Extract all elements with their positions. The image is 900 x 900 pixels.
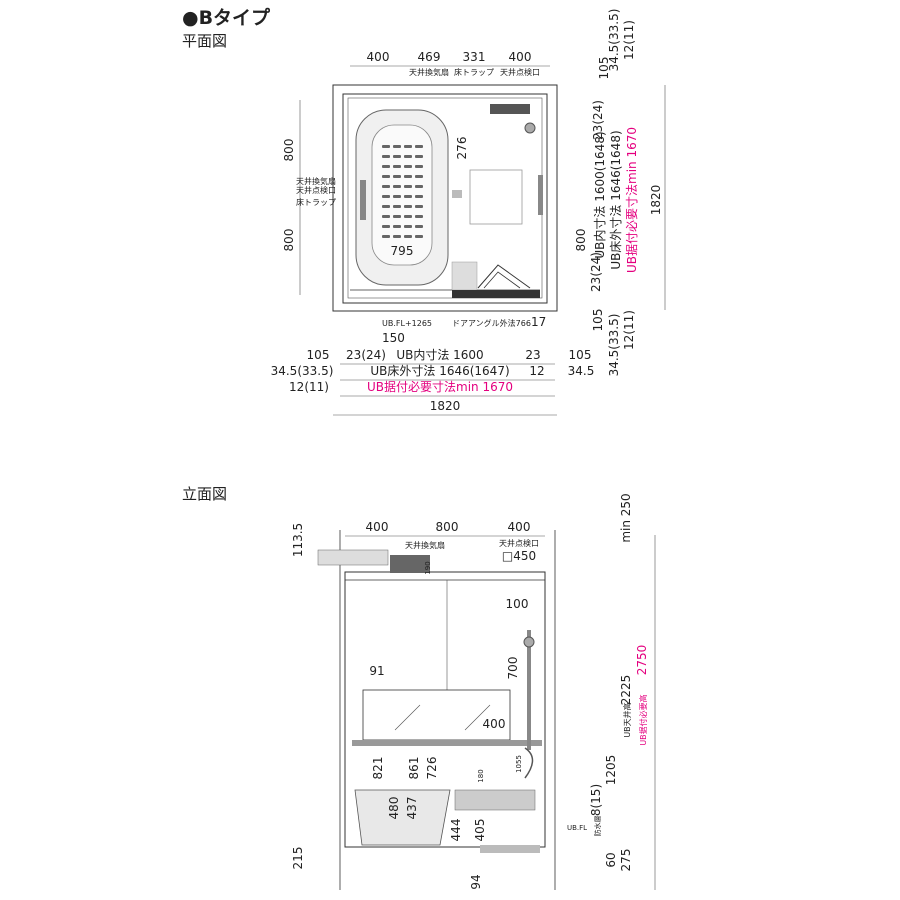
dim-437: 437 — [405, 797, 419, 820]
dim-ri-23b: 23(24) — [589, 252, 603, 292]
dim-ub-inner: UB内寸法 1600(1648) — [593, 131, 607, 258]
dim-e-1135: 113.5 — [291, 523, 305, 557]
plan-top-dims: 400 469 331 400 天井換気扇 床トラップ 天井点検口 — [350, 50, 550, 77]
dim-e-2225: 2225 — [619, 675, 633, 706]
label-ubfl-1265: UB.FL+1265 — [382, 319, 432, 328]
dim-e-215: 215 — [291, 847, 305, 870]
dim-b-345b: 34.5 — [568, 364, 595, 378]
dim-795: 795 — [391, 244, 414, 258]
plan-right-top-dims: 105 34.5(33.5) 12(11) — [597, 9, 636, 80]
dim-e-8: 8(15) — [589, 784, 603, 816]
dim-444: 444 — [449, 819, 463, 842]
bathtub — [355, 109, 449, 286]
dim-b-ub-inner: UB内寸法 1600 — [396, 348, 483, 362]
label-ub-install-h: UB据付必要高 — [638, 694, 648, 745]
label-waterproof: 防水層 — [593, 816, 602, 837]
dim-e-275: 275 — [619, 849, 633, 872]
wash-floor — [451, 104, 543, 298]
dim-plan-1820h: 1820 — [430, 399, 461, 413]
dim-94: 94 — [469, 874, 483, 889]
dim-100: 100 — [506, 597, 529, 611]
tag-left-trap: 床トラップ — [296, 197, 336, 207]
dim-rt-345: 34.5(33.5) — [607, 9, 621, 72]
dim-e-60: 60 — [604, 852, 618, 867]
elev-inner-dims: 190 100 700 91 400 821 861 726 180 1055 … — [369, 561, 528, 889]
dim-b-12: 12 — [529, 364, 544, 378]
tag-e-fan: 天井換気扇 — [405, 540, 445, 550]
tag-ceiling-hatch: 天井点検口 — [500, 67, 540, 77]
dim-480: 480 — [387, 797, 401, 820]
page-title: ●Bタイプ — [182, 7, 271, 29]
elevation-view-label: 立面図 — [182, 485, 228, 503]
dim-400: 400 — [483, 717, 506, 731]
dim-b-105b: 105 — [569, 348, 592, 362]
dim-ri-23a: 23(24) — [591, 100, 605, 140]
dim-rb-105: 105 — [591, 309, 605, 332]
dim-1055: 1055 — [515, 755, 523, 773]
elev-top-dims: 400 800 400 天井換気扇 天井点検口 □450 — [345, 520, 545, 563]
dim-405: 405 — [473, 819, 487, 842]
dim-left-800a: 800 — [282, 139, 296, 162]
tag-left-fan: 天井換気扇 — [296, 176, 336, 186]
dim-ub-floor: UB床外寸法 1646(1648) — [609, 130, 623, 269]
elev-right-dims: min 250 2225 UB天井高 2750 UB据付必要高 1205 8(1… — [567, 493, 656, 890]
dim-91: 91 — [369, 664, 384, 678]
dim-861: 861 — [407, 757, 421, 780]
dim-e-400b: 400 — [508, 520, 531, 534]
dim-726: 726 — [425, 757, 439, 780]
dim-e-1205: 1205 — [604, 755, 618, 786]
dim-e-800: 800 — [436, 520, 459, 534]
dim-190: 190 — [424, 561, 432, 574]
plan-inner-labels: 276 795 UB.FL+1265 ドアアングル外法766 17 150 — [382, 137, 546, 345]
dim-left-800b: 800 — [282, 229, 296, 252]
dim-rb-345: 34.5(33.5) — [607, 314, 621, 377]
tag-e-450: □450 — [502, 549, 536, 563]
tag-e-hatch: 天井点検口 — [499, 538, 539, 548]
dim-b-12-11: 12(11) — [289, 380, 329, 394]
dim-b-install: UB据付必要寸法min 1670 — [367, 380, 513, 394]
dim-276: 276 — [455, 137, 469, 160]
tag-left-hatch: 天井点検口 — [296, 185, 336, 195]
dim-b-345a: 34.5(33.5) — [271, 364, 334, 378]
elev-left-dims: 113.5 215 — [291, 523, 305, 870]
plan-left-dims: 800 800 天井換気扇 天井点検口 床トラップ — [282, 100, 336, 295]
dim-rt-12: 12(11) — [622, 20, 636, 60]
label-door-angle: ドアアングル外法766 — [452, 318, 531, 328]
dim-rb-12: 12(11) — [622, 310, 636, 350]
dim-e-400a: 400 — [366, 520, 389, 534]
dim-821: 821 — [371, 757, 385, 780]
dim-ub-install: UB据付必要寸法min 1670 — [625, 127, 639, 273]
dim-e-min250: min 250 — [619, 493, 633, 542]
dim-plan-1820v: 1820 — [649, 185, 663, 216]
dim-17: 17 — [531, 315, 546, 329]
dim-150: 150 — [382, 331, 405, 345]
dim-rt-105: 105 — [597, 57, 611, 80]
dim-top-469: 469 — [418, 50, 441, 64]
dim-e-2750: 2750 — [635, 645, 649, 676]
label-ub-fl: UB.FL — [567, 824, 587, 832]
dim-b-ub-floor: UB床外寸法 1646(1647) — [370, 364, 509, 378]
dim-b-23b: 23 — [525, 348, 540, 362]
dim-b-105a: 105 — [307, 348, 330, 362]
dim-ri-800: 800 — [574, 229, 588, 252]
label-ub-ceiling: UB天井高 — [622, 702, 632, 737]
dim-top-400a: 400 — [367, 50, 390, 64]
dim-b-23a: 23(24) — [346, 348, 386, 362]
tag-ceiling-fan: 天井換気扇 — [409, 67, 449, 77]
dim-180: 180 — [477, 769, 485, 782]
plan-view-label: 平面図 — [182, 32, 228, 50]
dim-top-331: 331 — [463, 50, 486, 64]
plan-bottom-dims: 105 23(24) UB内寸法 1600 23 105 34.5(33.5) … — [271, 348, 595, 416]
plan-right-bottom-dims: 105 34.5(33.5) 12(11) — [591, 309, 636, 377]
dim-top-400b: 400 — [509, 50, 532, 64]
elev-walls — [317, 530, 556, 890]
dim-700: 700 — [506, 657, 520, 680]
plan-right-inner-dims: 23(24) 800 23(24) UB内寸法 1600(1648) UB床外寸… — [574, 85, 666, 310]
tag-floor-trap: 床トラップ — [454, 67, 494, 77]
